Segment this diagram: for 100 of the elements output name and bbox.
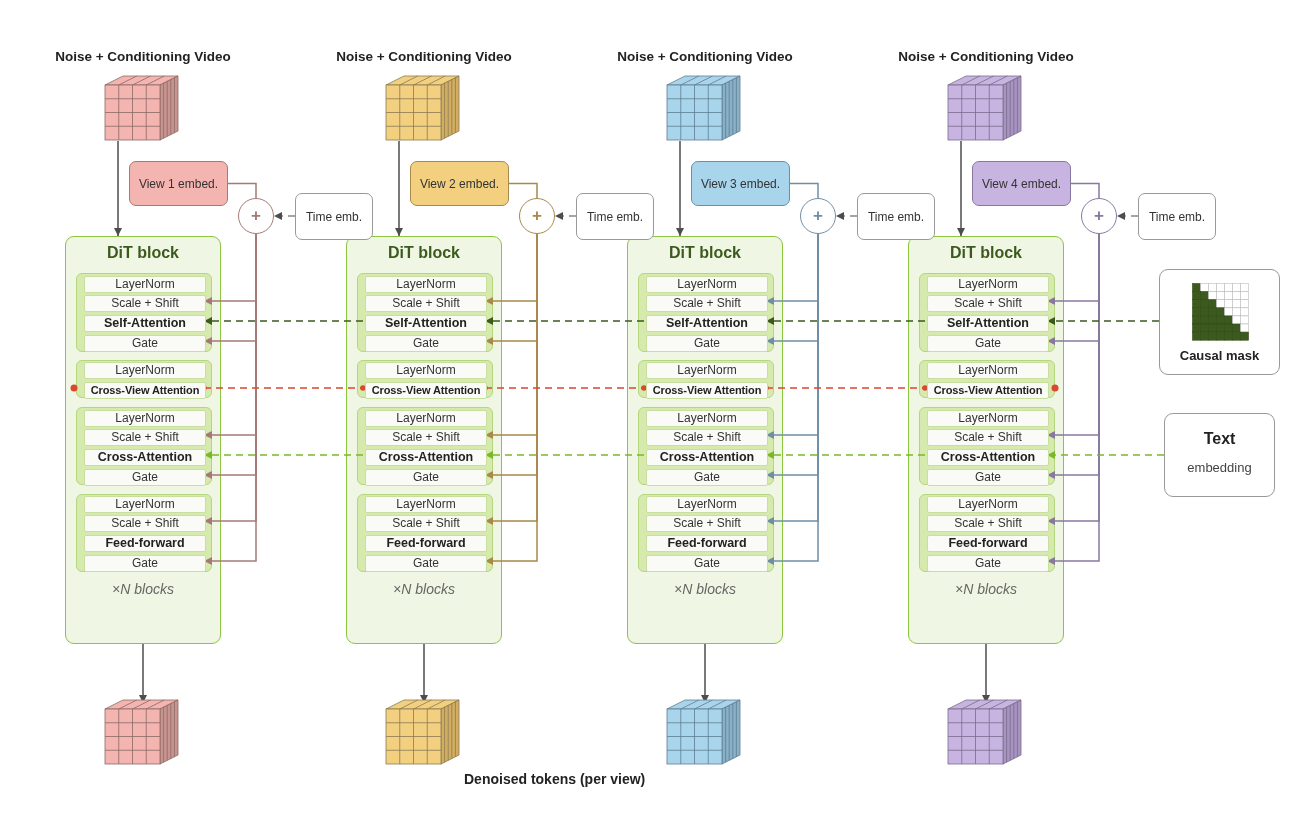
layer-row: Self-Attention xyxy=(84,314,206,332)
sublayer-group xyxy=(76,407,212,485)
layer-row: Gate xyxy=(365,334,487,352)
layer-row: Scale + Shift xyxy=(927,428,1049,446)
block-title: DiT block xyxy=(106,244,180,262)
repeat-note: ×N blocks xyxy=(673,581,737,597)
token-cube-drawing xyxy=(947,699,1023,765)
layer-row: Scale + Shift xyxy=(84,428,206,446)
layer-row: Scale + Shift xyxy=(646,428,768,446)
sublayer-group xyxy=(638,360,774,398)
connector-arrow xyxy=(484,317,645,325)
time-embed-box: Time emb. xyxy=(857,193,935,240)
layer-row: Scale + Shift xyxy=(365,514,487,532)
sublayer-group xyxy=(357,273,493,352)
layer-row: Feed-forward xyxy=(927,534,1049,552)
view-embed-box: View 2 embed. xyxy=(410,161,509,206)
layer-row: Cross-Attention xyxy=(84,448,206,466)
layer-row: Scale + Shift xyxy=(646,294,768,312)
layer-row: Gate xyxy=(927,468,1049,486)
card-caption: Causal mask xyxy=(1178,348,1261,363)
connector-arrow xyxy=(508,182,538,199)
sublayer-group xyxy=(638,407,774,485)
layer-row: Gate xyxy=(84,334,206,352)
block-title: DiT block xyxy=(668,244,742,262)
time-embed-box: Time emb. xyxy=(1138,193,1216,240)
layer-row: Self-Attention xyxy=(365,314,487,332)
card-title: Text xyxy=(1202,430,1237,448)
token-cube-drawing xyxy=(104,699,180,765)
connector-arrow xyxy=(765,451,926,459)
layer-row: Self-Attention xyxy=(927,314,1049,332)
sublayer-group xyxy=(76,494,212,572)
layer-row: LayerNorm xyxy=(646,409,768,427)
token-cube-drawing xyxy=(666,75,742,141)
sum-node: + xyxy=(1081,198,1117,234)
sum-node: + xyxy=(519,198,555,234)
output-caption: Denoised tokens (per view) xyxy=(464,771,646,787)
time-embed-box: Time emb. xyxy=(295,193,373,240)
input-title: Noise + Conditioning Video xyxy=(616,49,794,64)
layer-row: LayerNorm xyxy=(84,361,206,379)
layer-row: LayerNorm xyxy=(84,275,206,293)
connector-arrow xyxy=(1046,317,1160,325)
sublayer-group xyxy=(919,407,1055,485)
layer-row: LayerNorm xyxy=(927,409,1049,427)
connector-arrow xyxy=(114,140,122,237)
layer-row: LayerNorm xyxy=(365,495,487,513)
block-title: DiT block xyxy=(387,244,461,262)
repeat-note: ×N blocks xyxy=(392,581,456,597)
sublayer-group xyxy=(638,273,774,352)
layer-row: Scale + Shift xyxy=(646,514,768,532)
dit-block-panel xyxy=(65,236,221,644)
layer-row: Cross-Attention xyxy=(365,448,487,466)
layer-row: Scale + Shift xyxy=(365,428,487,446)
dit-block-panel xyxy=(346,236,502,644)
input-title: Noise + Conditioning Video xyxy=(897,49,1075,64)
view-embed-box: View 3 embed. xyxy=(691,161,790,206)
connector-arrow xyxy=(835,212,858,220)
connector-arrow xyxy=(1116,212,1139,220)
layer-row: Gate xyxy=(84,468,206,486)
layer-row: LayerNorm xyxy=(646,275,768,293)
layer-row: Cross-View Attention xyxy=(927,381,1049,399)
layer-row: Gate xyxy=(365,468,487,486)
connector-arrow xyxy=(484,451,645,459)
sublayer-group xyxy=(638,494,774,572)
view-embed-box: View 4 embed. xyxy=(972,161,1071,206)
layer-row: Scale + Shift xyxy=(84,514,206,532)
dit-block-panel xyxy=(908,236,1064,644)
connector-arrow xyxy=(1070,182,1100,199)
connector-arrow xyxy=(957,140,965,237)
token-cube-drawing xyxy=(385,699,461,765)
connector-arrow xyxy=(203,451,364,459)
layer-row: Gate xyxy=(646,554,768,572)
layer-row: LayerNorm xyxy=(365,361,487,379)
sum-node: + xyxy=(238,198,274,234)
text-embedding-card xyxy=(1164,413,1275,497)
connector-arrow xyxy=(395,140,403,237)
layer-row: Gate xyxy=(927,554,1049,572)
token-cube-drawing xyxy=(104,75,180,141)
layer-row: LayerNorm xyxy=(365,409,487,427)
layer-row: LayerNorm xyxy=(84,495,206,513)
layer-row: Cross-View Attention xyxy=(84,381,206,399)
connector-arrow xyxy=(554,212,577,220)
repeat-note: ×N blocks xyxy=(954,581,1018,597)
layer-row: Scale + Shift xyxy=(365,294,487,312)
sublayer-group xyxy=(919,360,1055,398)
sublayer-group xyxy=(919,273,1055,352)
sum-node: + xyxy=(800,198,836,234)
block-title: DiT block xyxy=(949,244,1023,262)
layer-row: Cross-View Attention xyxy=(646,381,768,399)
layer-row: LayerNorm xyxy=(927,361,1049,379)
connector-arrow xyxy=(273,212,296,220)
token-cube-drawing xyxy=(947,75,1023,141)
layer-row: Self-Attention xyxy=(646,314,768,332)
connector-arrow xyxy=(227,182,257,199)
layer-row: LayerNorm xyxy=(84,409,206,427)
time-embed-box: Time emb. xyxy=(576,193,654,240)
sublayer-group xyxy=(919,494,1055,572)
layer-row: Scale + Shift xyxy=(927,514,1049,532)
layer-row: Cross-Attention xyxy=(927,448,1049,466)
view-embed-box: View 1 embed. xyxy=(129,161,228,206)
layer-row: Feed-forward xyxy=(646,534,768,552)
